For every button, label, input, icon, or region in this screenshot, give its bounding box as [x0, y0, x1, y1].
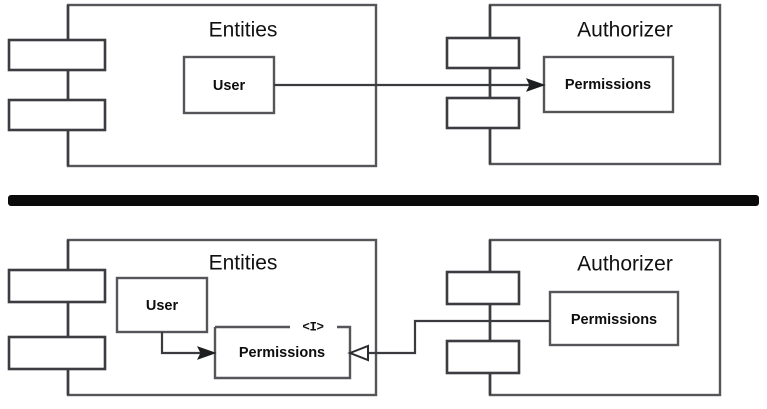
package-entities-bottom-ports — [7, 240, 107, 395]
node-user-top-label: User — [213, 78, 246, 94]
package-entities-bottom[interactable]: Entities — [66, 238, 378, 397]
port-tab-authorizer-bottom-2[interactable] — [445, 339, 521, 375]
package-entities-top-ports — [7, 5, 107, 166]
node-permissions-top[interactable]: Permissions — [542, 55, 675, 114]
connector-user-to-permissions[interactable] — [274, 78, 546, 92]
node-permissions-interface-label: Permissions — [239, 345, 325, 361]
port-tab-entities-top-1[interactable] — [7, 38, 107, 72]
package-authorizer-top-ports — [445, 5, 521, 164]
panel-before: Entities User Authorizer — [7, 3, 722, 168]
node-permissions-interface[interactable]: <I> Permissions — [213, 320, 352, 380]
package-authorizer-top-title: Authorizer — [577, 19, 673, 42]
package-entities-top-title: Entities — [209, 19, 278, 42]
package-authorizer-bottom-title: Authorizer — [577, 253, 673, 276]
node-user-bottom-label: User — [146, 298, 179, 314]
node-user-top-box — [182, 55, 276, 115]
package-entities-bottom-title: Entities — [209, 252, 278, 275]
connector-permissions-impl-to-interface[interactable] — [347, 319, 550, 362]
connector-impl-to-interface-line — [366, 319, 550, 355]
arrowhead-solid-filled — [525, 78, 546, 92]
node-user-bottom[interactable]: User — [115, 276, 209, 334]
package-authorizer-bottom[interactable]: Authorizer — [488, 238, 722, 397]
arrowhead-solid-filled — [196, 346, 217, 360]
node-permissions-impl-label: Permissions — [571, 312, 657, 328]
node-permissions-interface-stereotype: <I> — [302, 320, 323, 334]
port-tab-entities-bottom-1[interactable] — [7, 268, 107, 304]
node-permissions-interface-box — [213, 325, 352, 380]
node-permissions-impl[interactable]: Permissions — [548, 290, 680, 347]
connector-user-to-permissions-interface[interactable] — [160, 332, 217, 360]
port-tab-authorizer-bottom-1[interactable] — [445, 270, 521, 306]
port-tab-authorizer-top-1[interactable] — [445, 36, 521, 70]
node-user-top[interactable]: User — [182, 55, 276, 115]
port-tab-entities-top-2[interactable] — [7, 98, 107, 132]
node-user-bottom-box — [115, 276, 209, 334]
horizontal-divider-bar — [8, 195, 759, 206]
connector-user-to-interface-line — [160, 332, 203, 355]
package-authorizer-bottom-ports — [445, 240, 521, 395]
node-permissions-top-label: Permissions — [565, 77, 651, 93]
panel-after: Entities User <I> Permissions — [7, 238, 722, 397]
node-permissions-impl-box — [548, 290, 680, 347]
port-tab-authorizer-top-2[interactable] — [445, 96, 521, 130]
package-authorizer-bottom-boundary — [488, 238, 722, 397]
arrowhead-hollow-triangle — [347, 344, 369, 362]
port-tab-entities-bottom-2[interactable] — [7, 335, 107, 371]
